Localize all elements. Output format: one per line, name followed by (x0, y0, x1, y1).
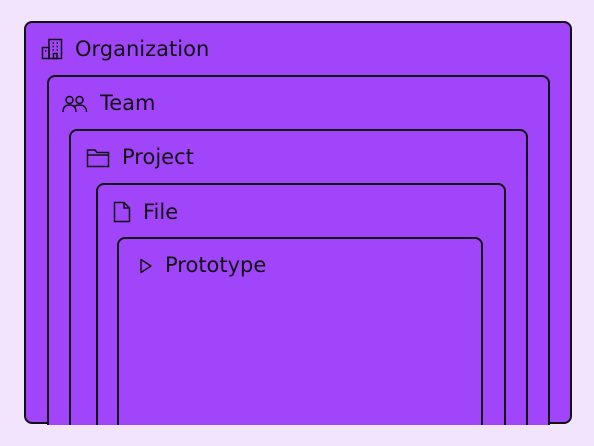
team-title: Team (100, 91, 156, 115)
folder-icon (86, 148, 122, 168)
file-icon (113, 201, 143, 223)
file-label: File (113, 201, 178, 223)
organization-label: Organization (41, 38, 209, 60)
people-icon (62, 95, 100, 113)
project-label: Project (86, 147, 194, 168)
prototype-title: Prototype (165, 253, 267, 277)
prototype-label: Prototype (139, 255, 266, 276)
organization-box: Organization Team (24, 21, 572, 425)
file-title: File (143, 199, 179, 224)
play-icon (139, 258, 165, 274)
project-box: Project File (69, 129, 528, 425)
building-icon (41, 38, 75, 60)
project-title: Project (122, 145, 194, 169)
prototype-box: Prototype (117, 237, 483, 425)
file-box: File Prototype (96, 183, 506, 425)
team-label: Team (62, 93, 156, 114)
team-box: Team Project (47, 75, 550, 425)
organization-title: Organization (75, 36, 210, 61)
